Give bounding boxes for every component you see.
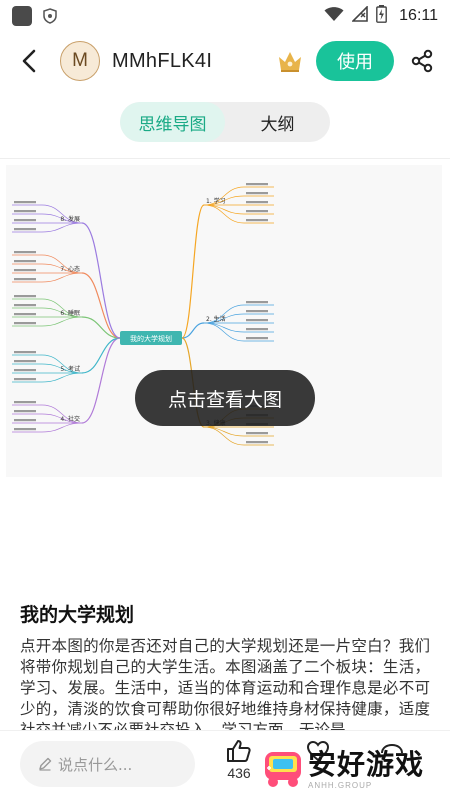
mindmap-branch-label: 4. 社交 [60,415,80,423]
divider [0,158,450,159]
mindmap-leaf-text [14,295,36,298]
mindmap-canvas: 1. 学习2. 生活3. 健康4. 社交5. 考试6. 睡眠7. 心态8. 发展… [12,183,274,446]
mindmap-leaf-line [203,204,245,224]
mindmap-leaf-text [14,369,36,372]
favorite-icon[interactable] [306,740,330,762]
mindmap-leaf-text [14,322,36,325]
mindmap-leaf-text [14,219,36,222]
mindmap-leaf-text [14,210,36,213]
doc-description: 点开本图的你是否还对自己的大学规划还是一片空白？我们将带你规划自己的大学生活。本… [20,637,430,732]
clock: 16:11 [399,7,438,24]
mindmap-preview[interactable]: 1. 学习2. 生活3. 健康4. 社交5. 考试6. 睡眠7. 心态8. 发展… [6,165,442,477]
view-large-button[interactable]: 点击查看大图 [135,370,315,426]
mindmap-leaf-text [246,441,268,444]
mindmap-leaf-line [203,322,245,333]
mindmap-leaf-text [246,319,268,322]
mindmap-leaf-text [246,219,268,222]
mindmap-leaf-text [246,301,268,304]
mindmap-leaf-line [203,322,245,342]
tab-mindmap[interactable]: 思维导图 [120,102,225,142]
mindmap-leaf-text [14,260,36,263]
mindmap-leaf-text [14,378,36,381]
header: M MMhFLK4I 使用 [0,32,450,90]
mindmap-leaf-text [246,432,268,435]
mindmap-center-label: 我的大学规划 [130,334,172,343]
mindmap-leaf-line [203,204,245,215]
mindmap-leaf-text [14,428,36,431]
watermark-text-wrap: 安好游戏 ANHH.GROUP [308,747,425,790]
app-notification-icon [12,6,32,26]
battery-icon [376,5,388,27]
tab-outline[interactable]: 大纲 [260,114,295,135]
use-button[interactable]: 使用 [316,41,394,81]
view-toggle: 思维导图 大纲 [120,102,330,142]
mindmap-leaf-text [246,201,268,204]
mindmap-leaf-text [246,328,268,331]
mindmap-branch-line [81,222,121,339]
mindmap-leaf-text [14,401,36,404]
mindmap-leaf-text [14,419,36,422]
mindmap-leaf-text [246,210,268,213]
watermark-text: 安好游戏 [308,747,425,781]
username[interactable]: MMhFLK4I [112,49,213,72]
comment-icon[interactable] [380,743,404,763]
status-left [12,6,58,26]
mindmap-leaf-text [14,304,36,307]
mindmap-branch-label: 1. 学习 [206,197,226,205]
doc-title: 我的大学规划 [20,604,135,626]
avatar[interactable]: M [60,41,100,81]
mindmap-leaf-line [41,372,83,383]
mindmap-leaf-text [14,313,36,316]
mindmap-branch-line [81,272,121,339]
comment-placeholder: 说点什么... [58,755,133,774]
mindmap-leaf-text [246,192,268,195]
mindmap-leaf-line [203,426,245,437]
mindmap-leaf-text [246,310,268,313]
mindmap-branch-line [81,337,121,374]
mindmap-branch-line [181,204,205,339]
mindmap-branch-label: 7. 心态 [60,265,80,273]
like-count: 436 [227,765,251,781]
mindmap-leaf-line [41,222,83,233]
mindmap-leaf-line [203,426,245,446]
mindmap-center-node [120,331,182,345]
mindmap-leaf-text [14,201,36,204]
mindmap-leaf-text [14,410,36,413]
mindmap-leaf-line [41,316,83,327]
signal-icon [351,5,368,26]
mindmap-leaf-text [14,251,36,254]
status-bar: 16:11 [0,0,450,32]
watermark: 安好游戏 ANHH.GROUP [262,742,442,796]
mindmap-leaf-text [14,360,36,363]
mindmap-branch-label: 2. 生活 [206,315,226,323]
game-controller-logo-icon [265,752,301,787]
mindmap-branch-label: 6. 睡眠 [60,309,80,317]
mindmap-leaf-line [41,422,83,433]
mindmap-leaf-text [14,351,36,354]
mindmap-leaf-text [14,228,36,231]
watermark-subtext: ANHH.GROUP [308,780,373,790]
status-right: 16:11 [324,5,438,27]
mindmap-leaf-text [246,183,268,186]
bottom-bar: 说点什么... 436 [0,730,450,800]
back-arrow-icon [22,49,36,73]
shield-icon [42,8,58,24]
share-icon[interactable] [408,47,436,75]
thumbs-up-icon [227,740,251,762]
like-button[interactable]: 436 [222,739,256,781]
mindmap-branch-line [81,337,121,424]
mindmap-branch-line [181,322,205,339]
mindmap-leaf-line [41,272,83,283]
pencil-icon [39,757,52,771]
mindmap-leaf-text [14,278,36,281]
crown-icon [276,47,304,75]
mindmap-branch-label: 5. 考试 [60,365,80,373]
back-button[interactable] [14,46,44,76]
mindmap-leaf-text [246,337,268,340]
mindmap-branch-label: 8. 发展 [60,215,80,223]
wifi-icon [324,6,344,26]
mindmap-leaf-text [14,269,36,272]
comment-input[interactable]: 说点什么... [20,741,195,787]
